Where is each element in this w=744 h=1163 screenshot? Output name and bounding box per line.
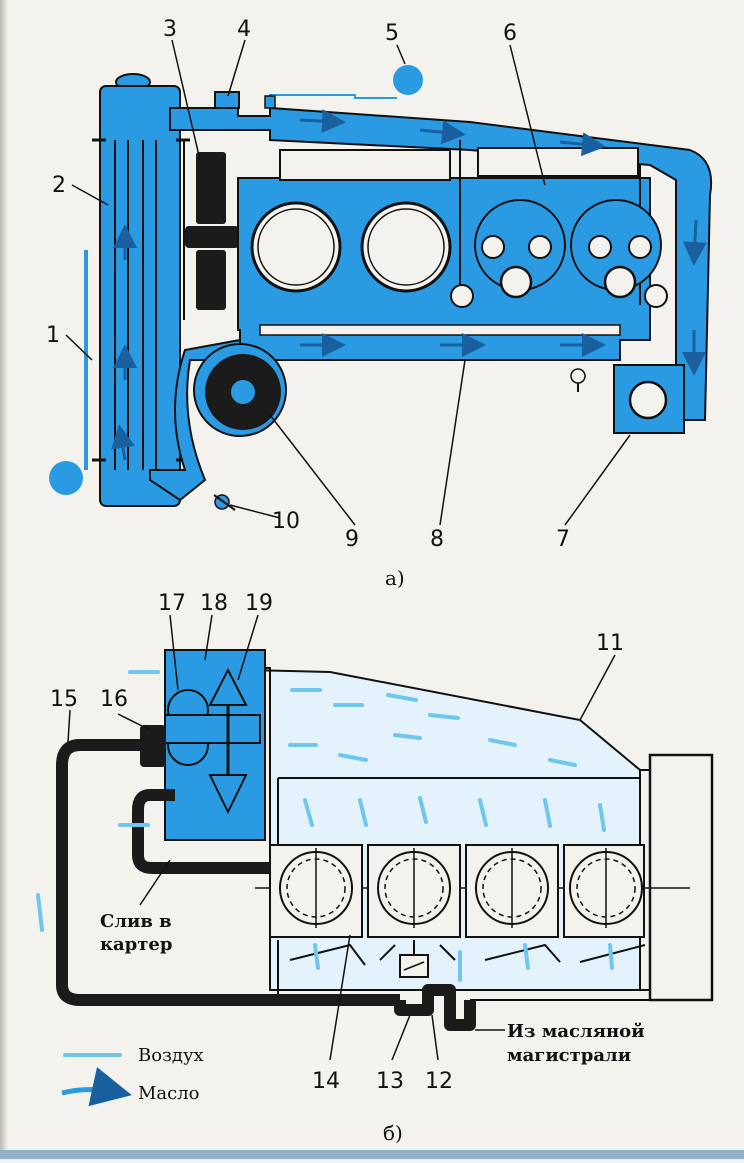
legend-oil-label: Масло [138, 1083, 200, 1104]
legend-air-label: Воздух [138, 1045, 204, 1066]
label-9: 9 [345, 527, 359, 552]
label-16: 16 [100, 687, 128, 712]
legend-oil-swatch [61, 1067, 132, 1107]
label-1: 1 [46, 323, 60, 348]
oil-cooler [570, 364, 685, 434]
block-top-gap [279, 149, 451, 181]
part-numbers-a: 1 2 3 4 5 6 7 8 9 10 а) [46, 17, 570, 590]
label-11: 11 [596, 631, 624, 656]
legend: Воздух Масло [61, 1045, 204, 1107]
caption-b: б) [383, 1121, 403, 1145]
cylinder-head-jacket [450, 199, 668, 308]
leader-lines-a [65, 39, 631, 526]
fan [183, 140, 239, 320]
oil-valve [399, 940, 429, 978]
label-4: 4 [237, 17, 251, 42]
label-12: 12 [425, 1069, 453, 1094]
label-19: 19 [245, 591, 273, 616]
part-numbers-b: 11 12 13 14 15 16 17 18 19 [50, 591, 624, 1094]
fan-housing [164, 649, 266, 841]
cylinders [250, 201, 452, 293]
label-6: 6 [503, 21, 517, 46]
flywheel-housing [648, 753, 714, 1002]
thermostat [214, 91, 240, 109]
drain-label-line-2: картер [100, 934, 172, 955]
label-2: 2 [52, 173, 66, 198]
temperature-gauge [264, 65, 423, 109]
bottom-border-band [0, 1150, 744, 1159]
fan-pulley [140, 725, 166, 767]
label-13: 13 [376, 1069, 404, 1094]
distribution-tube [259, 324, 621, 336]
page-edge-shadow [0, 0, 8, 1159]
label-10: 10 [272, 509, 300, 534]
coolant-flow-arrows [111, 109, 707, 461]
liquid-cooling-diagram: 1 2 3 4 5 6 7 8 9 10 а) [46, 17, 712, 590]
leader-lines-b [67, 614, 616, 1061]
radiator-shutter [49, 250, 88, 495]
oil-line-label-line-1: Из масляной [507, 1021, 645, 1042]
label-7: 7 [556, 527, 570, 552]
air-flow-streaks [36, 670, 614, 982]
air-cooling-diagram: 11 12 13 14 15 16 17 18 19 Слив в картер… [36, 591, 714, 1145]
label-8: 8 [430, 527, 444, 552]
head-top-gap [477, 147, 639, 177]
label-15: 15 [50, 687, 78, 712]
label-3: 3 [163, 17, 177, 42]
air-cooled-cylinders [269, 844, 645, 938]
label-5: 5 [385, 21, 399, 46]
radiator [92, 73, 190, 507]
caption-a: а) [385, 566, 405, 590]
label-17: 17 [158, 591, 186, 616]
drain-cock [213, 494, 236, 511]
label-18: 18 [200, 591, 228, 616]
drain-label-line-1: Слив в [100, 911, 172, 932]
oil-pipes [56, 739, 476, 1031]
label-14: 14 [312, 1069, 340, 1094]
water-pump [149, 338, 287, 502]
oil-line-label-line-2: магистрали [507, 1045, 631, 1066]
